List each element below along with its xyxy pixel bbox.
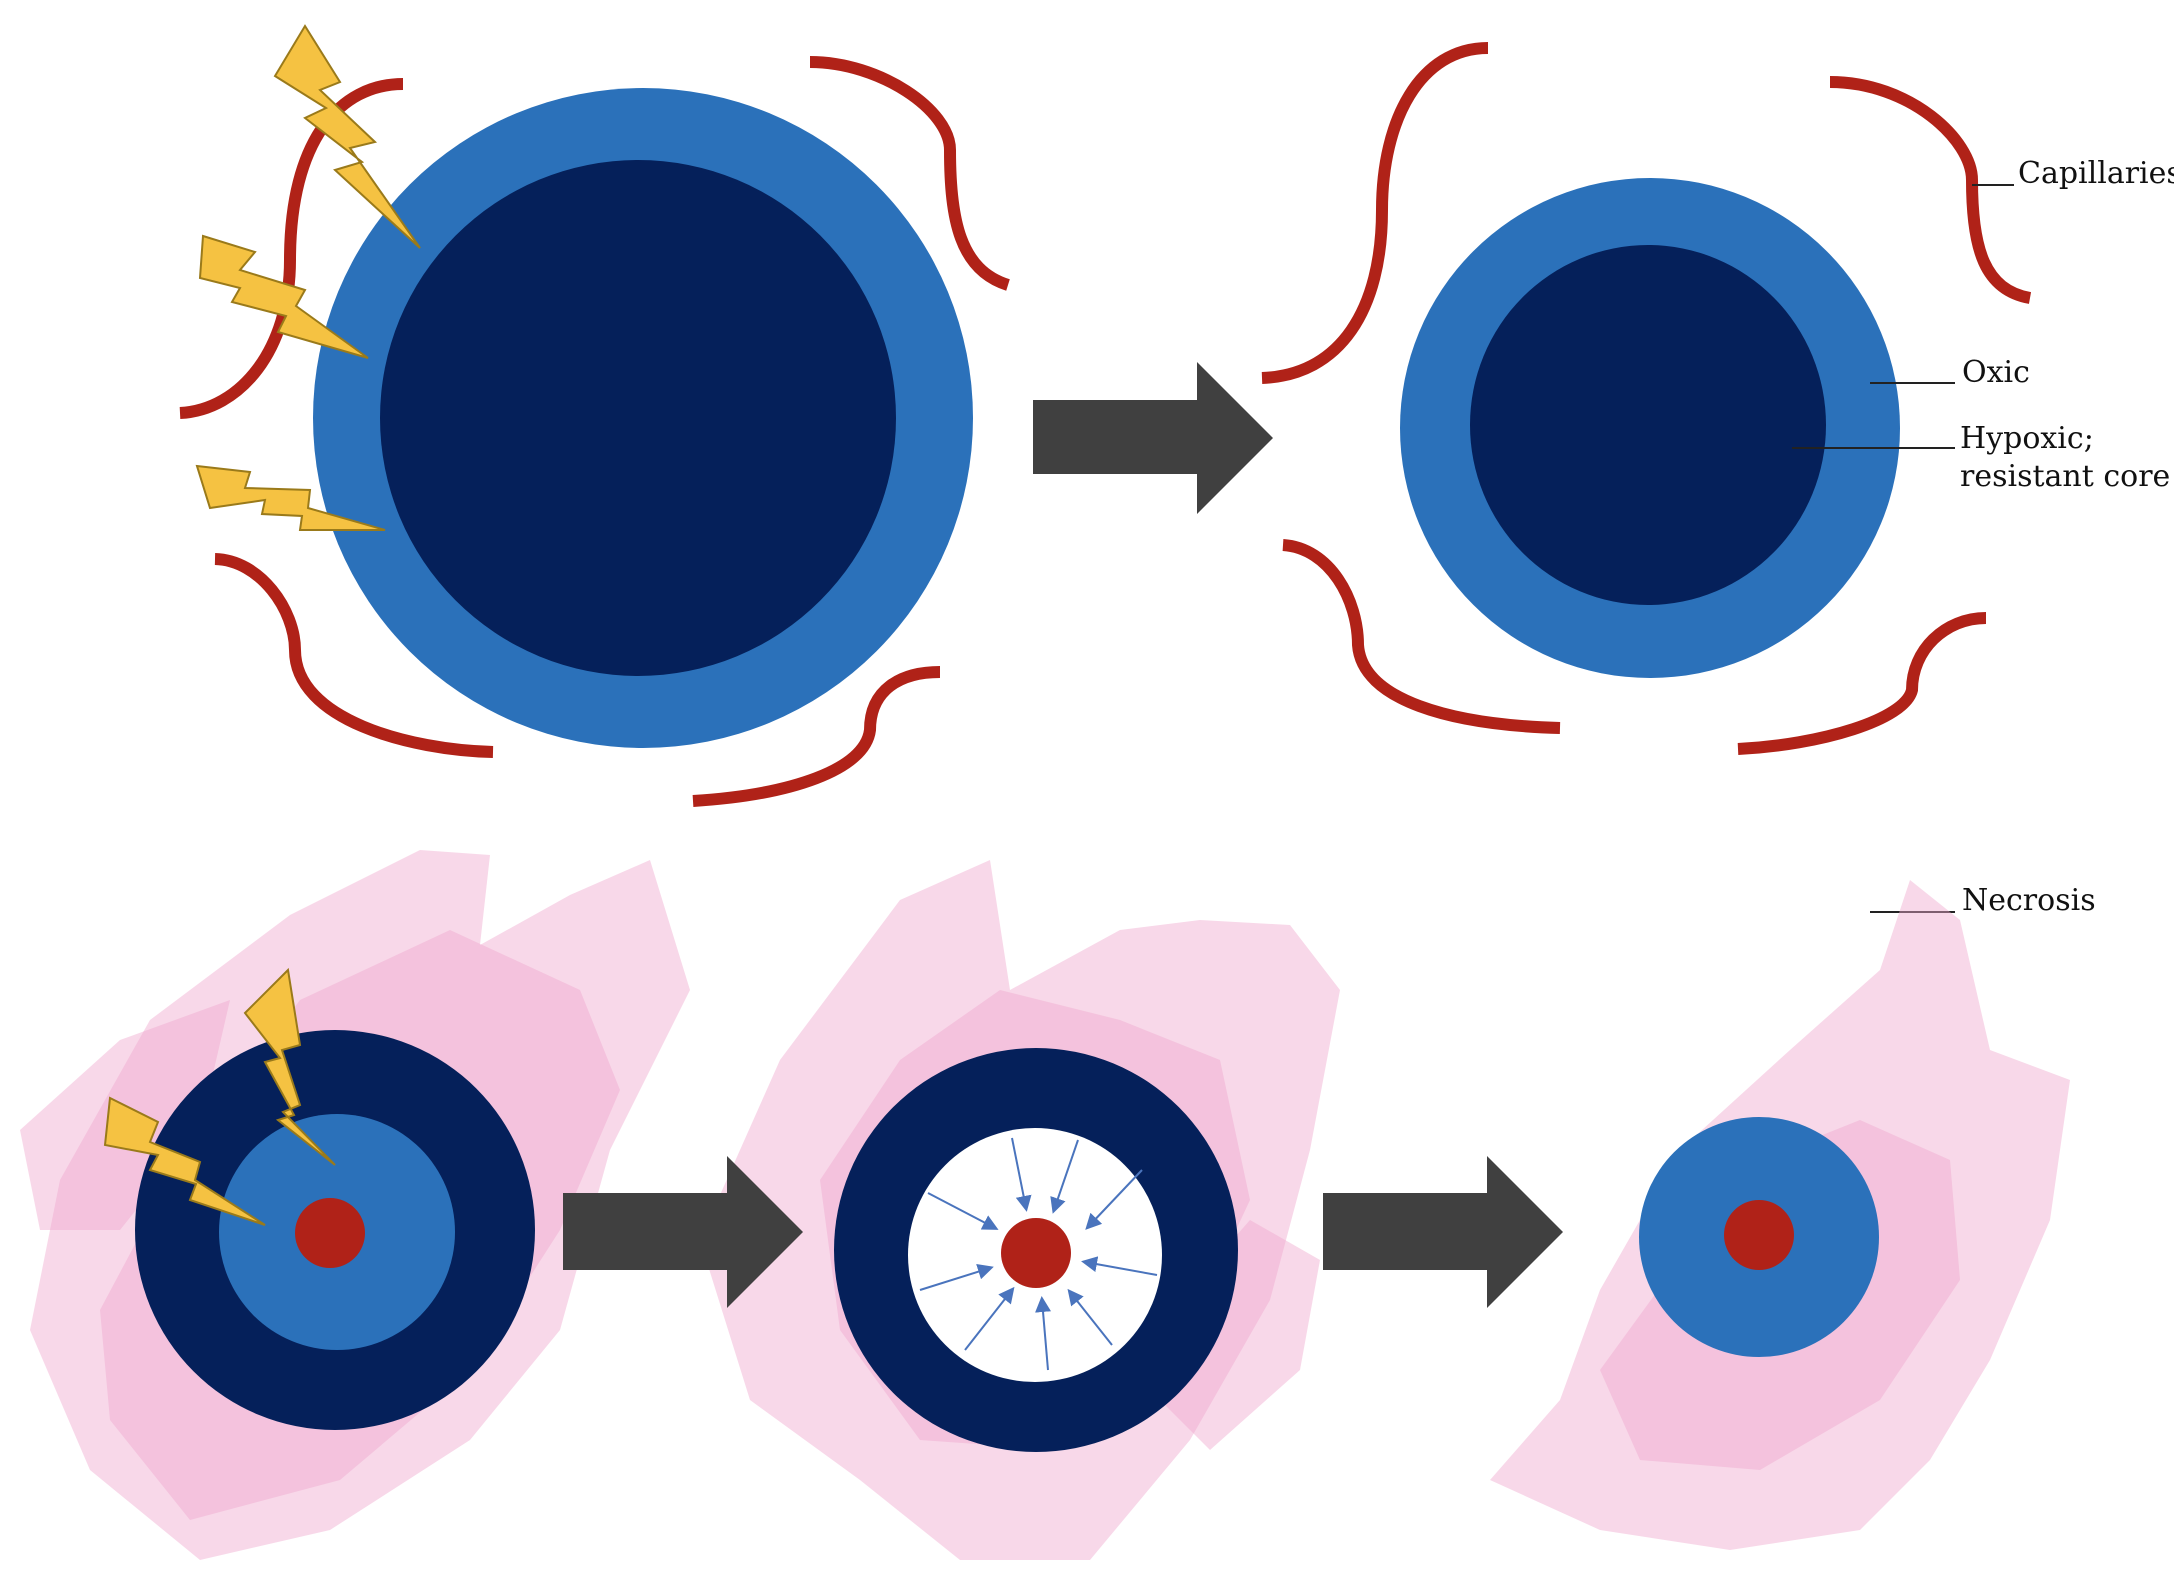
- capillary-vessel: [1282, 539, 1561, 734]
- hypoxic-core: [380, 160, 896, 676]
- necrotic-center: [1001, 1218, 1071, 1288]
- block-arrow-right-icon: [563, 1156, 803, 1308]
- capillaries-top-left: [179, 56, 1011, 807]
- capillary-vessel: [809, 56, 1011, 291]
- capillary-vessel: [1737, 612, 1987, 755]
- necrosis-label: Necrosis: [1962, 883, 2096, 918]
- inward-arrow-icon: [919, 1263, 994, 1291]
- inward-arrow-icon: [1011, 1137, 1032, 1212]
- lightning-bolt-icon: [103, 1096, 266, 1226]
- arrow-bottom-left: [563, 1156, 803, 1308]
- inward-arrow-icon: [1081, 1256, 1158, 1276]
- capillaries-top-right: [1261, 42, 2032, 755]
- arrow-top: [1033, 362, 1273, 514]
- capillary-vessel: [214, 553, 494, 758]
- inward-arrow-icon: [1085, 1169, 1143, 1230]
- lightning-bolts-bottom: [103, 967, 336, 1226]
- lightning-bolt-icon: [243, 967, 336, 1166]
- oxic-label: Oxic: [1962, 355, 2030, 390]
- inward-arrows: [919, 1137, 1158, 1371]
- capillaries-label: Capillaries: [2018, 156, 2174, 191]
- hypoxic-label-line1: Hypoxic;: [1960, 421, 2094, 456]
- capillary-vessel: [179, 78, 404, 419]
- inward-arrow-icon: [927, 1192, 999, 1230]
- lightning-bolts-top: [195, 24, 421, 531]
- top-right-tumor: [1261, 42, 2032, 755]
- capillary-vessel: [692, 666, 941, 807]
- top-left-tumor: [179, 24, 1011, 807]
- inward-arrow-icon: [1050, 1139, 1079, 1214]
- leader-lines: [1792, 184, 2014, 913]
- inward-arrow-icon: [1035, 1296, 1051, 1371]
- block-arrow-right-icon: [1323, 1156, 1563, 1308]
- inward-arrow-icon: [1067, 1288, 1113, 1346]
- bottom-right-tumor: [1639, 1117, 1879, 1357]
- hypoxic-label-line2: resistant core: [1960, 459, 2171, 494]
- necrotic-center: [295, 1198, 365, 1268]
- lightning-bolt-icon: [273, 24, 421, 249]
- hypoxic-core: [1470, 245, 1826, 605]
- lightning-bolt-icon: [198, 234, 369, 359]
- capillary-vessel: [1261, 42, 1489, 384]
- bottom-left-tumor: [103, 967, 535, 1430]
- inward-arrow-icon: [964, 1286, 1015, 1351]
- arrow-bottom-right: [1323, 1156, 1563, 1308]
- lightning-bolt-icon: [195, 464, 386, 531]
- hypoxic-label: Hypoxic; resistant core: [1960, 420, 2174, 496]
- capillary-vessel: [1829, 76, 2032, 304]
- necrotic-center: [1724, 1200, 1794, 1270]
- block-arrow-right-icon: [1033, 362, 1273, 514]
- bottom-middle-tumor: [834, 1048, 1238, 1452]
